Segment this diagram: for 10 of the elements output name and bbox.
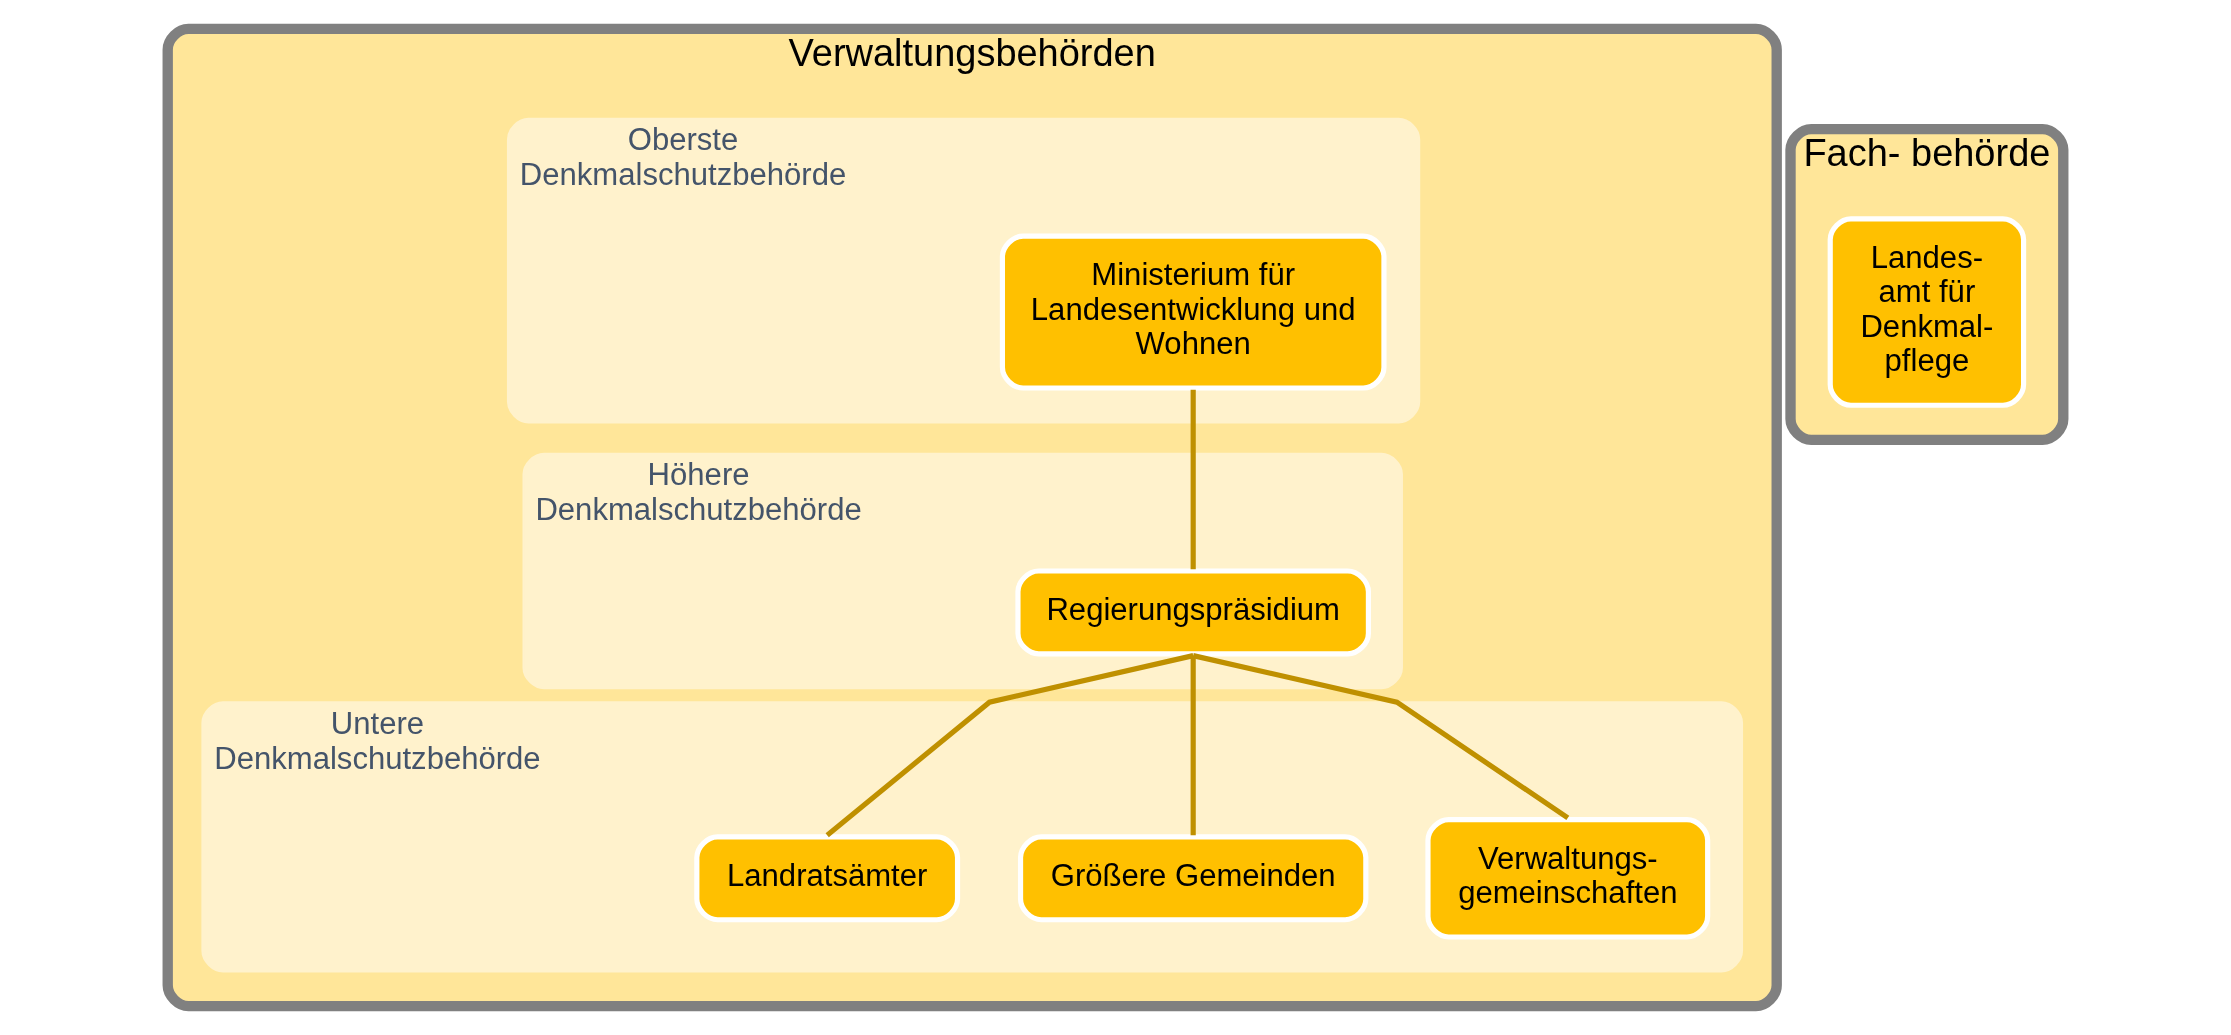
connector (825, 653, 1194, 838)
connector (1190, 389, 1196, 570)
connector (1190, 655, 1196, 836)
node-box: Landes- amt für Denkmal- pflege (1827, 216, 2027, 408)
node-box: Größere Gemeinden (1017, 834, 1369, 923)
node-box: Ministerium für Landesentwicklung und Wohnen (999, 233, 1387, 391)
node-box: Landratsämter (694, 834, 961, 923)
node-box: Regierungspräsidium (1015, 568, 1371, 657)
node-box: Verwaltungs- gemeinschaften (1425, 817, 1711, 940)
connector (1192, 653, 1570, 821)
